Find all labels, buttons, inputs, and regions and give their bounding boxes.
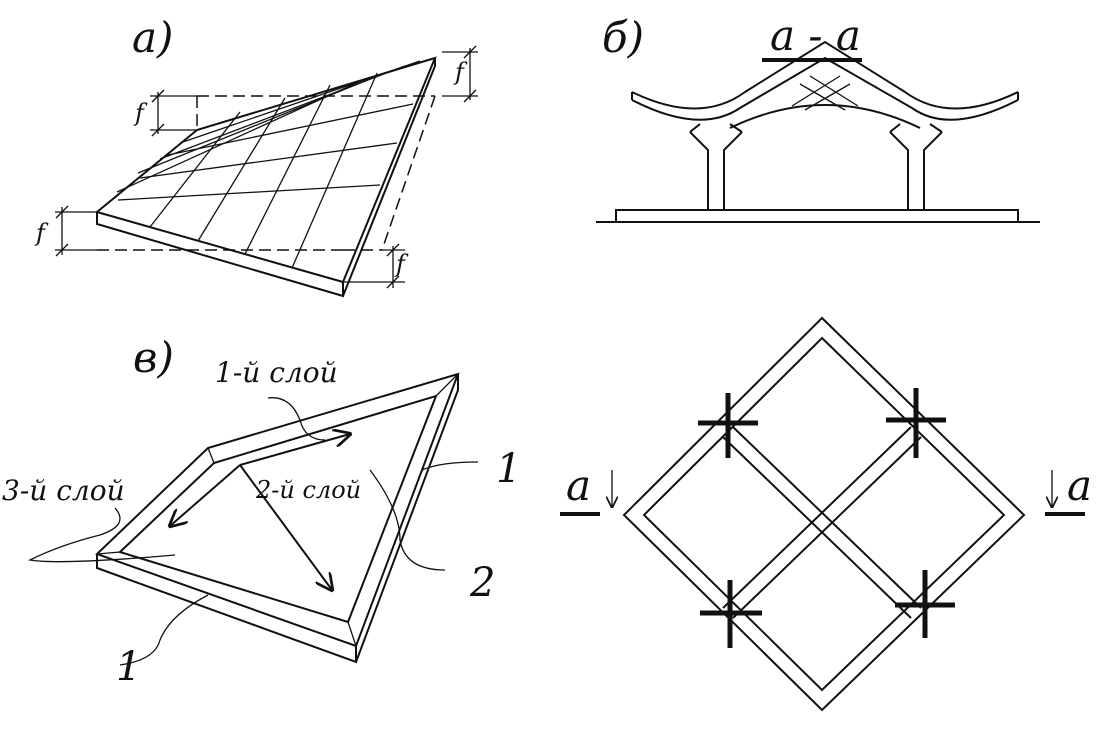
shell-outer — [95, 372, 460, 648]
plan-cross-beams — [722, 426, 922, 619]
hypar-ref-dashed — [97, 95, 436, 251]
section-marker-left: а — [560, 461, 612, 516]
foundation-slab — [615, 209, 1019, 223]
callout-2: 2 — [469, 560, 495, 606]
svg-text:f: f — [34, 219, 49, 247]
layer-3-label: 3-й слой — [2, 474, 125, 507]
panel-b-section: б) а - а — [596, 11, 1040, 223]
plan-outer-diamond — [622, 316, 1026, 712]
section-title: а - а — [770, 11, 861, 60]
leader-lines — [27, 397, 479, 666]
svg-text:f: f — [453, 58, 468, 86]
hypar-thickness — [96, 58, 436, 298]
hypar-grid — [116, 60, 421, 269]
section-marker-right: а — [1045, 461, 1092, 516]
crown-hatch — [791, 75, 859, 111]
y-columns — [689, 123, 943, 210]
dim-f-bottom-left: f — [34, 205, 97, 257]
plan-columns — [698, 388, 955, 648]
layer-arrows — [170, 434, 350, 590]
svg-text:а: а — [566, 461, 591, 510]
layer-1-label: 1-й слой — [215, 356, 338, 389]
svg-text:а: а — [1067, 461, 1092, 510]
plan-view: а а — [560, 316, 1092, 712]
dim-f-top-left: f — [133, 89, 197, 137]
callout-1-bottom: 1 — [116, 644, 141, 690]
layer-2-label: 2-й слой — [255, 476, 361, 504]
dim-f-top-right: f — [442, 45, 478, 103]
panel-b-label: б) — [602, 13, 644, 62]
panel-a-label: а) — [132, 13, 173, 62]
svg-text:f: f — [394, 250, 409, 278]
panel-v-layers: в) 1-й слой 2-й слой 3-й слой 1 2 1 — [2, 333, 521, 690]
shell-inner-band — [118, 394, 438, 624]
shell-profile — [631, 40, 1019, 129]
svg-text:f: f — [133, 99, 148, 127]
panel-v-label: в) — [133, 333, 174, 382]
plan-inner-diamond — [642, 336, 1006, 692]
panel-a-hypar-shell: а) f — [34, 13, 478, 298]
callout-1-right: 1 — [496, 446, 521, 492]
hypar-outline — [94, 56, 437, 284]
